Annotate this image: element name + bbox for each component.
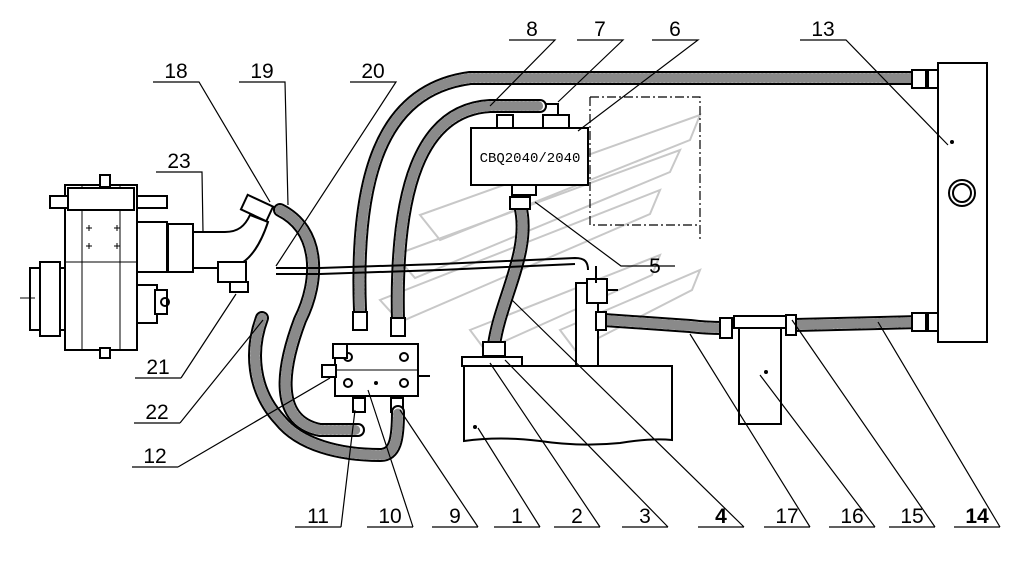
callout-3: 3 [639, 505, 651, 528]
engine-pto-assembly [20, 174, 170, 359]
elbow-adapter-23 [167, 193, 275, 293]
callout-7: 7 [594, 18, 606, 41]
callout-1: 1 [511, 505, 523, 528]
oil-tank-1 [461, 356, 673, 446]
callout-4: 4 [715, 505, 727, 528]
pump-model-label: CBQ2040/2040 [480, 151, 581, 167]
callout-8: 8 [526, 18, 538, 41]
callout-9: 9 [449, 505, 461, 528]
callout-2: 2 [571, 505, 583, 528]
callout-11: 11 [307, 505, 329, 528]
valve-block-10 [321, 343, 430, 413]
callout-6: 6 [669, 18, 681, 41]
callout-23: 23 [167, 150, 190, 173]
callout-numbers: 1 2 3 4 5 6 7 8 9 10 11 12 13 14 15 16 1… [143, 18, 989, 528]
return-filter-16 [733, 315, 787, 425]
callout-16: 16 [840, 505, 863, 528]
leader-lines [132, 39, 1001, 528]
callout-5: 5 [649, 255, 661, 278]
callout-17: 17 [775, 505, 798, 528]
callout-21: 21 [146, 356, 169, 379]
callout-14: 14 [965, 505, 989, 528]
callout-15: 15 [900, 505, 923, 528]
callout-12: 12 [143, 445, 166, 468]
hoses [248, 71, 927, 462]
tank-13 [927, 62, 988, 343]
callout-20: 20 [361, 60, 384, 83]
fittings [352, 69, 927, 357]
callout-18: 18 [164, 60, 187, 83]
pump-housing-6: CBQ2040/2040 [470, 96, 701, 240]
callout-13: 13 [811, 18, 834, 41]
callout-19: 19 [250, 60, 273, 83]
callout-22: 22 [145, 401, 168, 424]
callout-10: 10 [378, 505, 401, 528]
